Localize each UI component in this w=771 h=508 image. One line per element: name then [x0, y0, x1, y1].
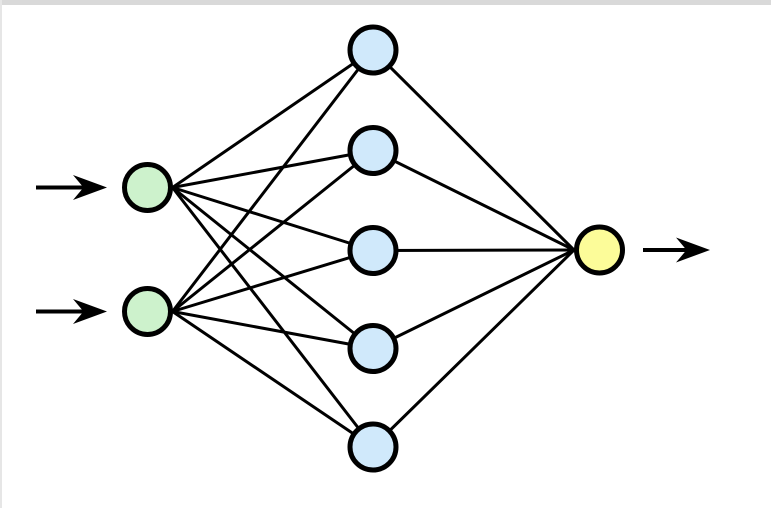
input-node-2 [122, 286, 173, 337]
edge-i1-h3 [172, 186, 374, 252]
hidden-node-1 [347, 24, 399, 76]
edge-i1-h1 [171, 48, 374, 189]
edge-i2-h1 [171, 49, 375, 313]
edge-h3-o1 [372, 248, 575, 252]
input-node-1 [122, 162, 173, 213]
edge-i1-h5 [171, 186, 375, 448]
input-arrow-1-head-icon [73, 175, 107, 200]
hidden-node-5 [347, 421, 399, 473]
output-arrow-head-icon [676, 237, 710, 263]
edge-i2-h4 [172, 310, 374, 350]
edge-i2-h3 [172, 249, 374, 313]
edge-h1-o1 [371, 48, 576, 252]
edge-i1-h2 [172, 149, 374, 189]
output-node-1 [574, 224, 625, 276]
top-edge-strip [0, 0, 771, 5]
hidden-node-2 [347, 125, 399, 176]
hidden-node-4 [347, 323, 399, 374]
hidden-node-3 [347, 225, 399, 276]
left-edge-strip [0, 0, 2, 508]
edge-h4-o1 [372, 248, 575, 350]
edge-i1-h4 [171, 186, 374, 350]
edge-i2-h2 [171, 149, 374, 313]
input-arrow-2-head-icon [73, 299, 107, 324]
edge-i2-h5 [171, 310, 374, 449]
edge-h5-o1 [371, 248, 576, 449]
edge-h2-o1 [372, 149, 575, 252]
